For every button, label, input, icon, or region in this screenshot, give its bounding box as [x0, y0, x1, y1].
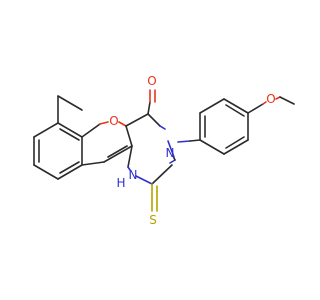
- bond-layer: [33, 89, 295, 212]
- atom-label-thione-sulfur: S: [149, 213, 157, 227]
- atom-label-methoxy-oxygen: O: [266, 92, 275, 106]
- atom-label-layer: O O N N H S O: [109, 74, 275, 227]
- atom-label-carbonyl-oxygen: O: [147, 74, 156, 88]
- structure-canvas: O O N N H S O: [33, 74, 295, 227]
- atom-label-n3-nitrogen: N: [166, 146, 175, 160]
- atom-label-nh-hydrogen: H: [116, 176, 125, 190]
- atom-label-furan-oxygen: O: [109, 114, 118, 128]
- atom-label-nh-nitrogen: N: [129, 168, 138, 182]
